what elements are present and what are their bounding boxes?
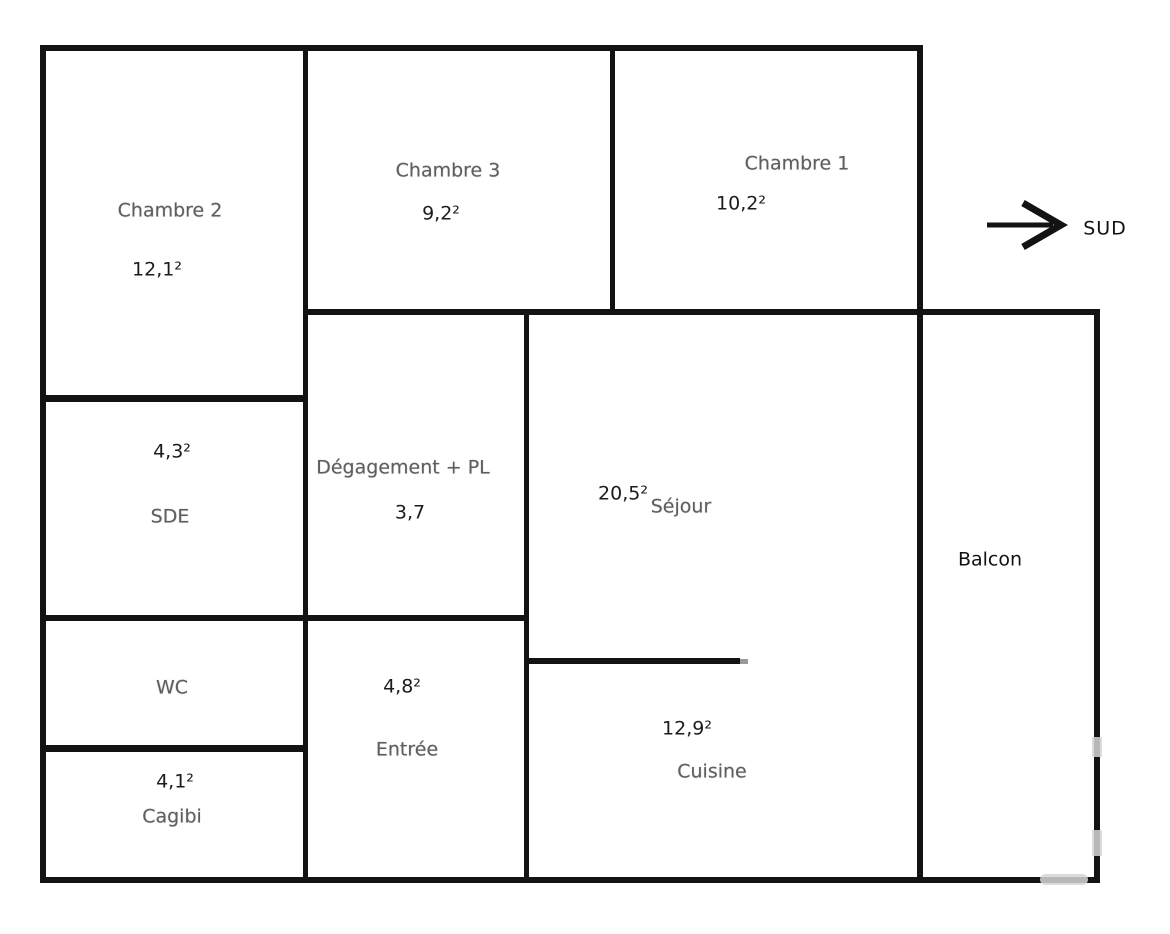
room-label-chambre3-area: 9,2²: [422, 202, 460, 225]
wall-balcony-right: [1094, 309, 1100, 883]
wall-sde-wc: [40, 615, 529, 621]
room-label-cuisine-name: Cuisine: [677, 760, 747, 783]
room-label-cagibi-area: 4,1²: [156, 770, 194, 793]
room-label-chambre3-name: Chambre 3: [395, 159, 501, 182]
room-label-degagement-area: 3,7: [394, 501, 426, 524]
room-label-chambre2-name: Chambre 2: [117, 199, 223, 222]
sud-label: SUD: [1083, 217, 1127, 240]
room-label-sde-name: SDE: [150, 505, 190, 528]
wall-partial-end-tip: [740, 659, 748, 664]
watermark-artifact: [1040, 874, 1088, 885]
south-arrow-icon: [975, 195, 1075, 255]
room-label-cagibi-name: Cagibi: [142, 805, 202, 828]
wall-right-main: [917, 45, 923, 883]
room-label-sde-area: 4,3²: [153, 440, 191, 463]
wall-outer-left: [40, 45, 46, 883]
room-label-entree-name: Entrée: [375, 738, 439, 761]
room-label-entree-area: 4,8²: [383, 675, 421, 698]
room-label-wc-name: WC: [155, 676, 189, 699]
wall-outer-bottom: [40, 877, 1100, 883]
room-label-chambre2-area: 12,1²: [132, 258, 182, 281]
room-label-sejour-name: Séjour: [650, 495, 712, 518]
wall-sejour-cuisine-partial: [524, 658, 740, 664]
wall-hall-sejour: [524, 309, 529, 883]
room-label-sejour-area: 20,5²: [598, 482, 648, 505]
wall-bedrooms-bottom: [303, 309, 1100, 315]
wall-outer-top: [40, 45, 923, 51]
room-label-degagement-name: Dégagement + PL: [316, 456, 490, 479]
room-label-balcon-name: Balcon: [957, 548, 1023, 571]
room-label-chambre1-name: Chambre 1: [744, 152, 850, 175]
wall-wc-cagibi: [40, 745, 308, 752]
wall-chambre2-sde: [40, 395, 308, 402]
room-label-chambre1-area: 10,2²: [716, 192, 766, 215]
wall-chambre3-chambre1: [610, 45, 615, 315]
watermark-artifact: [1092, 830, 1102, 856]
wall-vertical-left-column: [303, 45, 308, 883]
watermark-artifact: [1092, 737, 1102, 757]
room-label-cuisine-area: 12,9²: [662, 717, 712, 740]
